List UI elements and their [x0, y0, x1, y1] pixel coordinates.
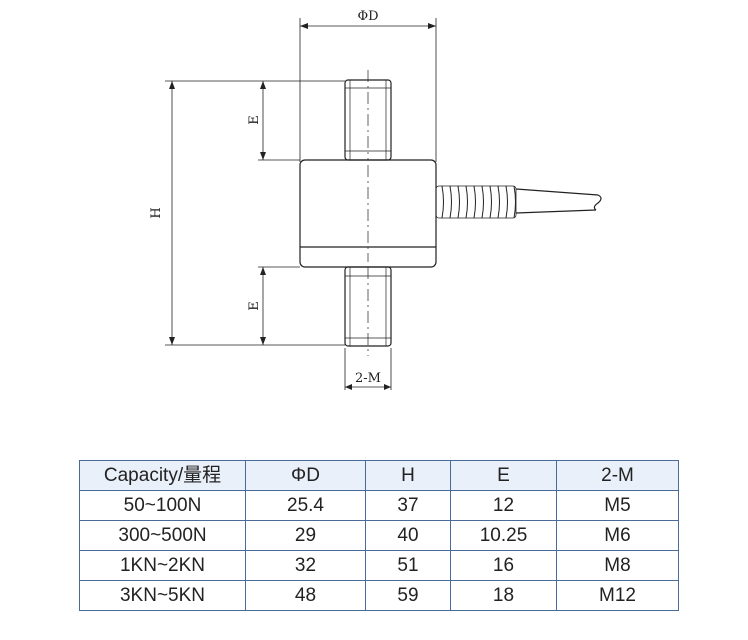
- thread-length-top-label: E: [247, 115, 262, 125]
- cable: [515, 188, 602, 214]
- cell-capacity: 50~100N: [79, 490, 246, 521]
- table-row: 300~500N 29 40 10.25 M6: [79, 520, 679, 551]
- cell-thread: M12: [556, 580, 679, 611]
- header-thread: 2-M: [556, 460, 679, 491]
- load-cell-drawing: ΦD H E E 2-M: [149, 9, 602, 390]
- table-row: 1KN~2KN 32 51 16 M8: [79, 550, 679, 581]
- header-capacity: Capacity/量程: [79, 460, 246, 491]
- header-diameter: ΦD: [245, 460, 366, 491]
- cell-thread-length: 18: [450, 580, 557, 611]
- table-row: 3KN~5KN 48 59 18 M12: [79, 580, 679, 611]
- thread-length-top-dimension: [258, 81, 300, 161]
- cell-diameter: 32: [245, 550, 366, 581]
- cell-capacity: 300~500N: [79, 520, 246, 551]
- table-row: 50~100N 25.4 37 12 M5: [79, 490, 679, 521]
- cell-height: 51: [365, 550, 451, 581]
- cell-diameter: 48: [245, 580, 366, 611]
- diameter-label: ΦD: [357, 9, 378, 24]
- cell-diameter: 29: [245, 520, 366, 551]
- thread-length-bottom-label: E: [247, 301, 262, 311]
- cell-height: 37: [365, 490, 451, 521]
- table-header-row: Capacity/量程 ΦD H E 2-M: [79, 460, 679, 491]
- cell-thread-length: 16: [450, 550, 557, 581]
- cell-capacity: 3KN~5KN: [79, 580, 246, 611]
- height-dimension: [165, 80, 345, 346]
- specification-table: Capacity/量程 ΦD H E 2-M 50~100N 25.4 37 1…: [79, 460, 679, 611]
- height-label: H: [149, 207, 164, 218]
- top-threaded-stud: [344, 70, 392, 161]
- cell-diameter: 25.4: [245, 490, 366, 521]
- load-cell-body: [299, 159, 437, 268]
- diameter-dimension: [299, 18, 437, 162]
- thread-length-bottom-dimension: [258, 266, 300, 345]
- cell-thread: M6: [556, 520, 679, 551]
- cell-height: 40: [365, 520, 451, 551]
- thread-dimension: [344, 348, 392, 390]
- cell-capacity: 1KN~2KN: [79, 550, 246, 581]
- cell-thread-length: 10.25: [450, 520, 557, 551]
- header-thread-length: E: [450, 460, 557, 491]
- thread-label: 2-M: [355, 371, 381, 386]
- bottom-threaded-stud: [344, 266, 392, 356]
- cell-thread: M8: [556, 550, 679, 581]
- header-height: H: [365, 460, 451, 491]
- cable-strain-relief: [435, 185, 517, 219]
- cell-height: 59: [365, 580, 451, 611]
- cell-thread-length: 12: [450, 490, 557, 521]
- cell-thread: M5: [556, 490, 679, 521]
